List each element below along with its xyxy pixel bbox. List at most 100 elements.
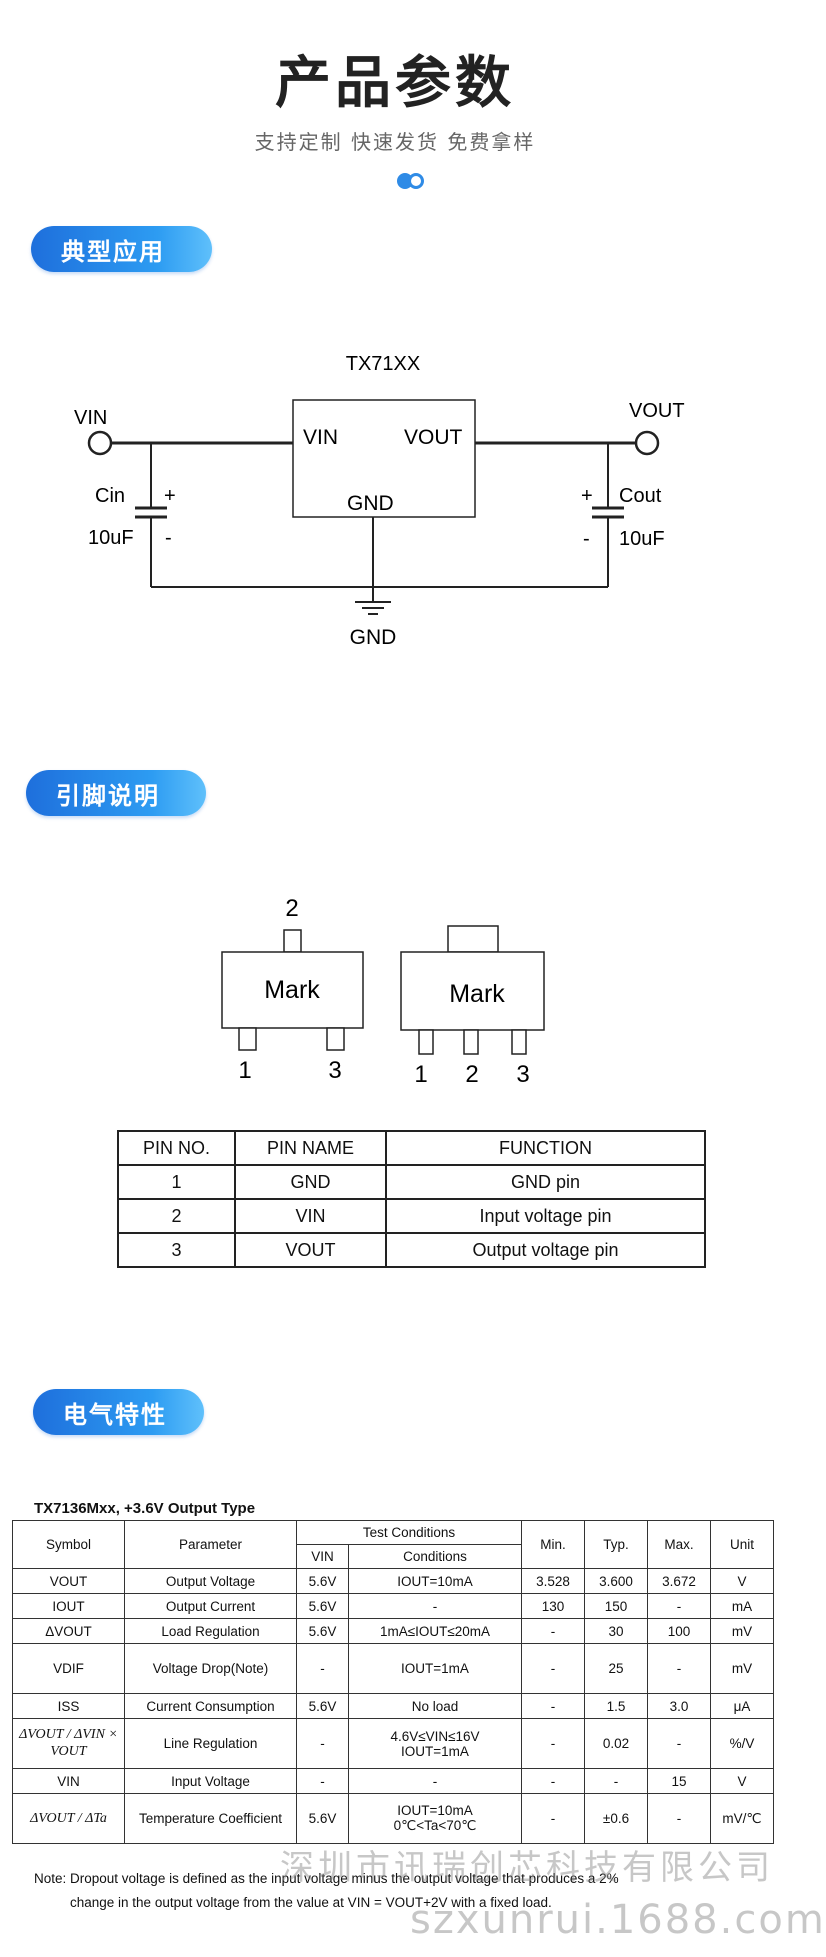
min-cell: - [521, 1643, 585, 1694]
symbol-cell-temp-coefficient: ΔVOUT / ΔTa [12, 1793, 125, 1844]
vin-cell: 5.6V [296, 1593, 349, 1619]
table-row: 3 VOUT Output voltage pin [117, 1232, 706, 1268]
pin-name-cell: VIN [234, 1198, 387, 1234]
table-row: VIN Input Voltage - - - - 15 V [12, 1768, 774, 1794]
unit-cell: V [710, 1768, 774, 1794]
unit-cell: mV [710, 1618, 774, 1644]
conditions-cell: 1mA≤IOUT≤20mA [348, 1618, 522, 1644]
vout-label: VOUT [629, 400, 685, 422]
condition-line: IOUT=10mA [397, 1803, 473, 1818]
table-row: VDIF Voltage Drop(Note) - IOUT=1mA - 25 … [12, 1643, 774, 1694]
table-header-row: Symbol Parameter Test Conditions Min. Ty… [12, 1520, 774, 1569]
header-max: Max. [647, 1520, 711, 1569]
watermark-url: szxunrui.1688.com [410, 1897, 826, 1943]
pin-no-cell: 3 [117, 1232, 236, 1268]
typ-cell: ±0.6 [584, 1793, 648, 1844]
min-cell: - [521, 1793, 585, 1844]
sot23-body [221, 951, 364, 1029]
vin-cell: - [296, 1718, 349, 1769]
decorative-dots [397, 173, 431, 189]
vin-label: VIN [74, 407, 107, 429]
pin-function-cell: GND pin [385, 1164, 706, 1200]
symbol-cell-line-regulation: ΔVOUT / ΔVIN × VOUT [12, 1718, 125, 1769]
condition-line: IOUT=1mA [401, 1743, 469, 1759]
conditions-cell: IOUT=10mA [348, 1568, 522, 1594]
unit-cell: mV/℃ [710, 1793, 774, 1844]
cout-value: 10uF [619, 528, 665, 550]
sot89-pin2-label: 2 [465, 1061, 478, 1088]
page-title: 产品参数 [275, 51, 515, 116]
symbol-cell: VIN [12, 1768, 125, 1794]
min-cell: 3.528 [521, 1568, 585, 1594]
unit-cell: V [710, 1568, 774, 1594]
chip-name: TX71XX [346, 353, 420, 375]
ground-label: GND [350, 626, 397, 649]
parameter-cell: Voltage Drop(Note) [124, 1643, 297, 1694]
header-unit: Unit [710, 1520, 774, 1569]
sot23-pin1 [238, 1027, 257, 1051]
sot89-pin3-label: 3 [516, 1061, 529, 1088]
cout-minus: - [583, 528, 590, 550]
conditions-cell: - [348, 1768, 522, 1794]
header-pin-no: PIN NO. [117, 1130, 236, 1166]
vin-cell: 5.6V [296, 1568, 349, 1594]
typical-application-circuit: TX71XX VIN VOUT GND VIN VOUT Cin 10uF + … [74, 353, 685, 649]
sot89-pin1 [418, 1029, 434, 1055]
cin-plus: + [164, 485, 176, 507]
sot23-pin3-label: 3 [328, 1057, 341, 1084]
table-row: ΔVOUT / ΔTa Temperature Coefficient 5.6V… [12, 1793, 774, 1844]
cout-plus: + [581, 485, 593, 507]
spec-table-title: TX7136Mxx, +3.6V Output Type [34, 1500, 256, 1517]
cout-label: Cout [619, 485, 662, 507]
vin-cell: - [296, 1768, 349, 1794]
symbol-cell: VOUT [12, 1568, 125, 1594]
typ-cell: 0.02 [584, 1718, 648, 1769]
max-cell: 15 [647, 1768, 711, 1794]
cin-label: Cin [95, 485, 125, 507]
typ-cell: 1.5 [584, 1693, 648, 1719]
watermark-company: 深圳市讯瑞创芯科技有限公司 [280, 1848, 774, 1888]
pin-no-cell: 1 [117, 1164, 236, 1200]
parameter-cell: Output Voltage [124, 1568, 297, 1594]
conditions-cell: - [348, 1593, 522, 1619]
conditions-cell: 4.6V≤VIN≤16V IOUT=1mA [348, 1718, 522, 1769]
spec-note-line-1: Note: Dropout voltage is defined as the … [34, 1871, 619, 1886]
sot89-pin1-label: 1 [414, 1061, 427, 1088]
vin-terminal [87, 430, 113, 456]
pin-function-cell: Output voltage pin [385, 1232, 706, 1268]
min-cell: - [521, 1618, 585, 1644]
vin-cell: 5.6V [296, 1618, 349, 1644]
pin-no-cell: 2 [117, 1198, 236, 1234]
header-vin: VIN [296, 1544, 349, 1569]
spec-note-line-2: change in the output voltage from the va… [70, 1895, 552, 1910]
header-conditions: Conditions [348, 1544, 522, 1569]
sot23-pin3 [326, 1027, 345, 1051]
unit-cell: %/V [710, 1718, 774, 1769]
parameter-cell: Current Consumption [124, 1693, 297, 1719]
max-cell: 3.0 [647, 1693, 711, 1719]
condition-line: 0℃<Ta<70℃ [393, 1818, 477, 1833]
section-badge-electrical: 电气特性 [33, 1389, 204, 1435]
unit-cell: mA [710, 1593, 774, 1619]
chip-gnd-label: GND [347, 492, 394, 515]
conditions-cell: IOUT=1mA [348, 1643, 522, 1694]
section-badge-pins: 引脚说明 [26, 770, 206, 816]
symbol-cell: ISS [12, 1693, 125, 1719]
header-min: Min. [521, 1520, 585, 1569]
typ-cell: - [584, 1768, 648, 1794]
max-cell: - [647, 1718, 711, 1769]
max-cell: - [647, 1593, 711, 1619]
max-cell: 100 [647, 1618, 711, 1644]
sot23-pin1-label: 1 [238, 1057, 251, 1084]
max-cell: 3.672 [647, 1568, 711, 1594]
sot89-pin2 [463, 1029, 479, 1055]
pin-name-cell: VOUT [234, 1232, 387, 1268]
typ-cell: 25 [584, 1643, 648, 1694]
cin-minus: - [165, 527, 172, 549]
conditions-cell: IOUT=10mA 0℃<Ta<70℃ [348, 1793, 522, 1844]
header-pin-name: PIN NAME [234, 1130, 387, 1166]
table-row: 1 GND GND pin [117, 1164, 706, 1200]
cin-value: 10uF [88, 527, 134, 549]
sot23-pin2 [283, 929, 302, 953]
table-row: IOUT Output Current 5.6V - 130 150 - mA [12, 1593, 774, 1619]
